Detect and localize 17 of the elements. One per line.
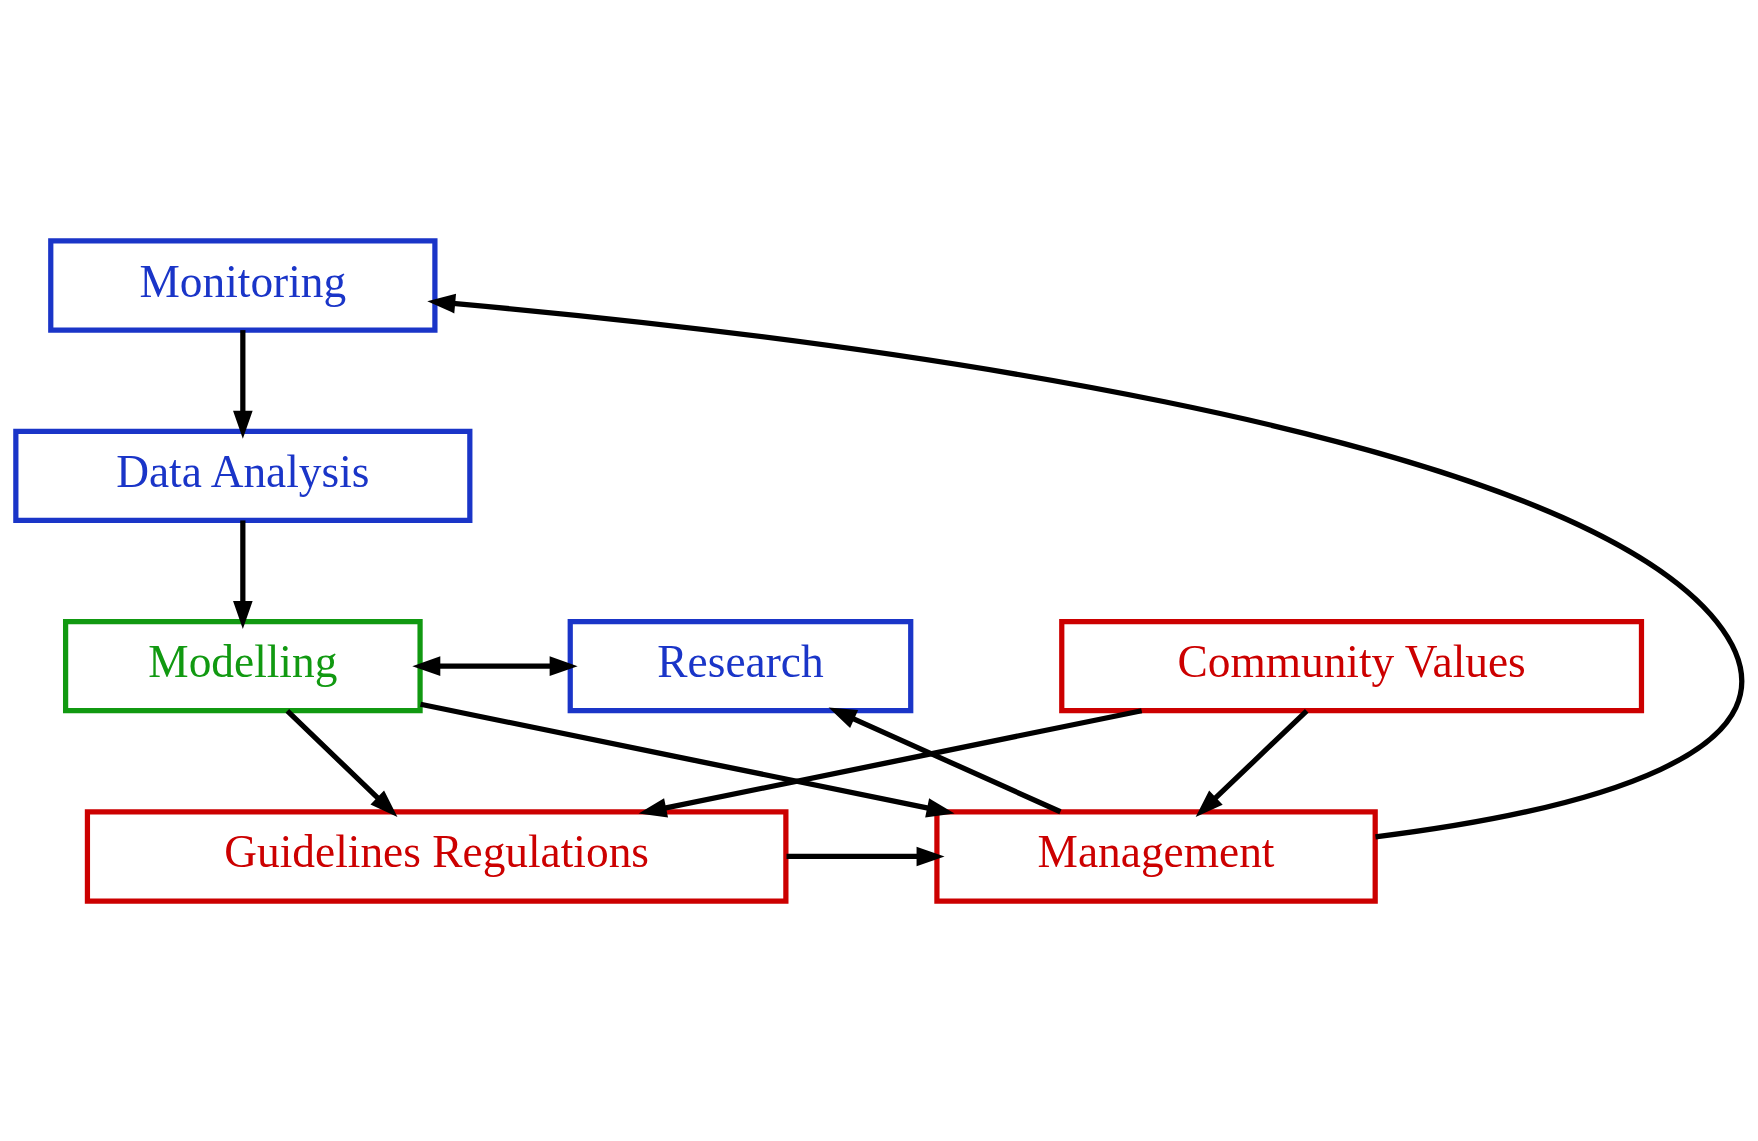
- node-box: Community Values: [1059, 618, 1645, 713]
- arrow: [786, 846, 945, 866]
- node-box: Monitoring: [48, 237, 438, 333]
- node-box: Research: [567, 618, 914, 713]
- arrow: [638, 707, 1143, 817]
- arrow: [420, 701, 955, 818]
- arrow: [285, 708, 398, 817]
- arrow: [233, 519, 253, 629]
- arrow: [828, 707, 1062, 814]
- arrow: [1195, 708, 1309, 817]
- arrow: [427, 293, 1745, 839]
- arrow: [412, 655, 578, 676]
- node-box: Guidelines Regulations: [84, 808, 789, 904]
- arrow: [233, 329, 253, 439]
- node-box: Data Analysis: [13, 428, 473, 523]
- node-box: Management: [934, 808, 1378, 904]
- node-box: Modelling: [63, 618, 423, 713]
